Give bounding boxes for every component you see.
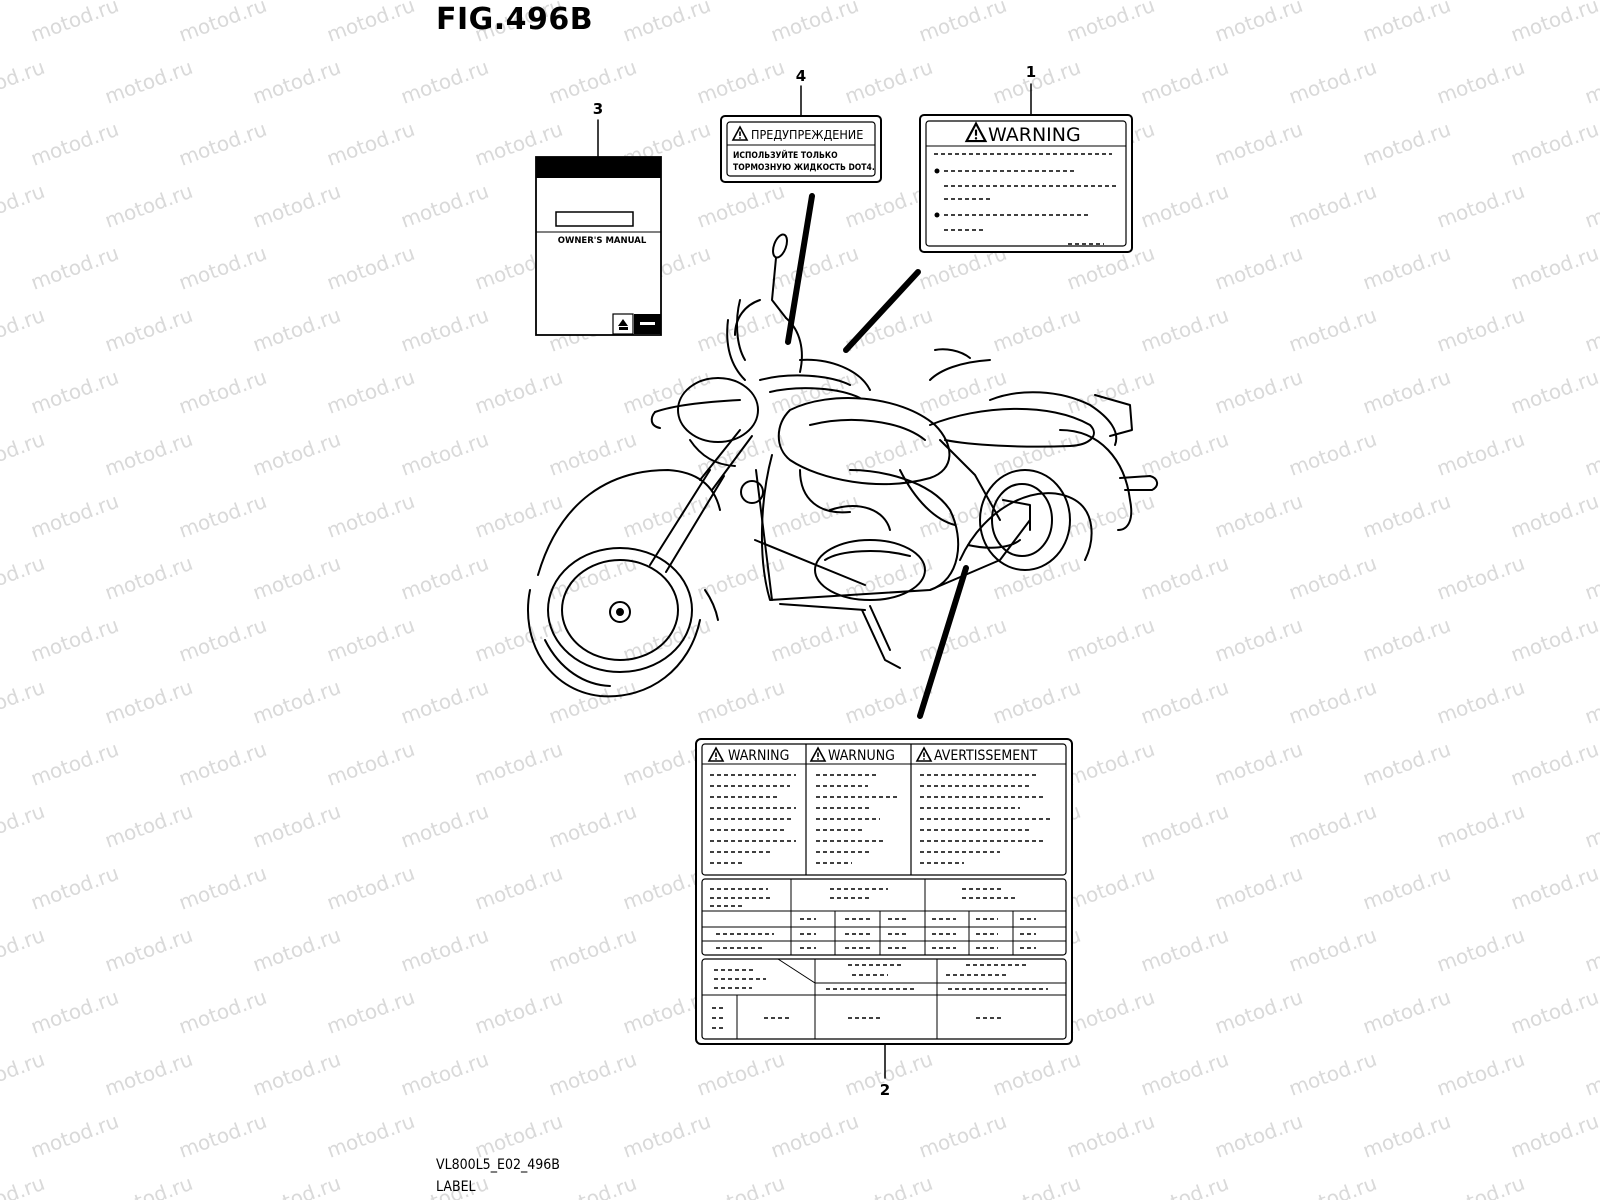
figure-title: FIG.496B [436, 2, 594, 37]
motorcycle-illustration [527, 233, 1158, 698]
leader-2-line [917, 565, 969, 719]
callout-1: 1 [1026, 63, 1036, 81]
owners-manual-label: OWNER'S MANUAL [535, 156, 662, 336]
leader-4-line [785, 193, 815, 345]
label-2-heading-de: WARNUNG [828, 748, 895, 764]
label-2-heading-fr: AVERTISSEMENT [934, 748, 1038, 764]
multilanguage-warning-label: WARNING WARNUNG AVERTISSEMENT [695, 738, 1073, 1045]
label-1-heading: WARNING [988, 124, 1081, 146]
label-4-line-2: ТОРМОЗНУЮ ЖИДКОСТЬ DOT4. [733, 163, 875, 173]
warning-label: WARNING [919, 114, 1133, 253]
leader-1-line [843, 269, 921, 353]
callout-numbers: 1 4 3 2 [593, 63, 1036, 1099]
label-4-line-1: ИСПОЛЬЗУЙТЕ ТОЛЬКО [733, 149, 838, 161]
owners-manual-title: OWNER'S MANUAL [558, 236, 647, 246]
callout-2: 2 [880, 1081, 890, 1099]
callout-4: 4 [796, 67, 806, 85]
leader-lines [597, 83, 1032, 1079]
label-2-heading-en: WARNING [728, 748, 789, 764]
figure-code: VL800L5_E02_496B [436, 1157, 560, 1173]
brake-fluid-warning-label: ПРЕДУПРЕЖДЕНИЕ ИСПОЛЬЗУЙТЕ ТОЛЬКО ТОРМОЗ… [720, 115, 882, 183]
label-4-heading: ПРЕДУПРЕЖДЕНИЕ [751, 127, 863, 142]
figure-caption: LABEL [436, 1179, 476, 1195]
callout-3: 3 [593, 100, 603, 118]
